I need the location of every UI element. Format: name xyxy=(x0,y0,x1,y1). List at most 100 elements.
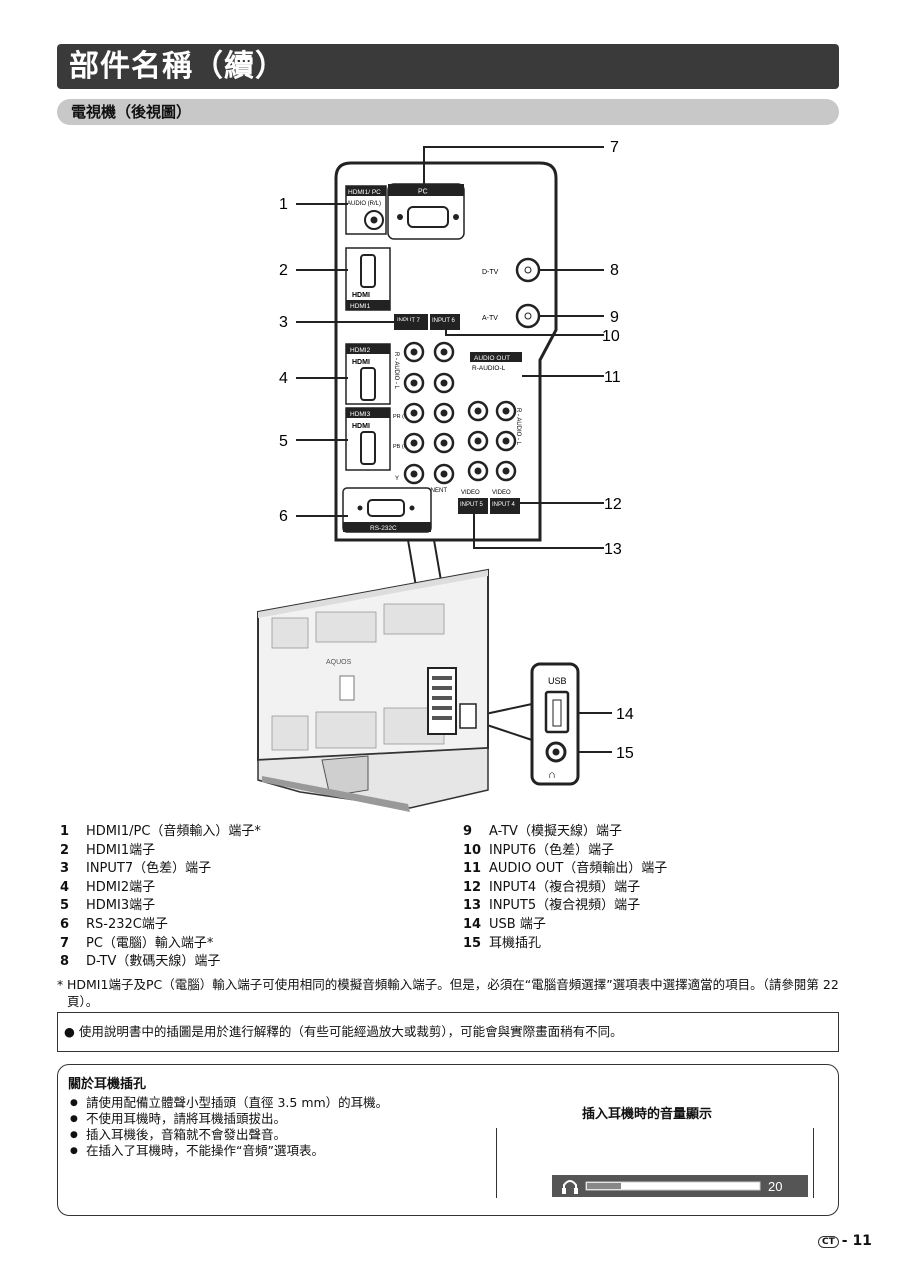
volume-display-caption: 插入耳機時的音量顯示 xyxy=(582,1107,713,1122)
legend-text: A-TV（模擬天線）端子 xyxy=(489,824,622,839)
callout-9: 9 xyxy=(610,309,619,326)
page-title: 部件名稱（續） xyxy=(57,44,839,89)
hdmi1-pc-label: HDMI1/ PC xyxy=(348,189,381,196)
headphone-title: 關於耳機插孔 xyxy=(68,1077,147,1092)
legend-number: 10 xyxy=(463,842,482,858)
legend-text: PC（電腦）輸入端子* xyxy=(86,935,214,951)
callout-numbers: 1 2 3 4 5 6 7 8 9 10 11 12 13 14 15 xyxy=(279,139,634,762)
input6-label: INPUT 6 xyxy=(432,318,456,324)
legend-item: 9 A-TV（模擬天線）端子 xyxy=(463,823,667,842)
rca-jack-icon xyxy=(403,402,425,424)
volume-value: 20 xyxy=(768,1179,782,1194)
rca-jack-icon xyxy=(433,372,455,394)
atv-antenna-icon xyxy=(515,303,541,329)
callout-6: 6 xyxy=(279,508,288,525)
legend-text: HDMI1/PC（音頻輸入）端子* xyxy=(86,824,261,839)
hdmi1-label: HDMI1 xyxy=(350,303,371,310)
hdmi-logo: HDMI xyxy=(352,423,370,430)
volume-bar: 20 xyxy=(552,1175,808,1197)
rca-jack-icon xyxy=(467,460,489,482)
legend-item: 7 PC（電腦）輸入端子* xyxy=(60,935,261,954)
pc-vga-icon xyxy=(407,206,449,228)
tv-rear-diagram: PC HDMI1/ PC AUDIO (R/L) HDMI HDMI1 HDMI… xyxy=(257,139,634,812)
rca-jack-icon xyxy=(433,463,455,485)
headphone-list-item: 在插入了耳機時，不能操作“音頻”選項表。 xyxy=(68,1143,388,1159)
brand-logo: AQUOS xyxy=(326,659,352,666)
audio-out-header xyxy=(470,352,522,362)
rca-jack-icon xyxy=(433,341,455,363)
dtv-label: D-TV xyxy=(482,269,499,276)
headphone-icon xyxy=(563,1180,577,1192)
callout-3: 3 xyxy=(279,314,288,331)
callout-10: 10 xyxy=(602,328,620,345)
legend-text: INPUT6（色差）端子 xyxy=(489,842,615,858)
pr-label: PR (CR) xyxy=(393,414,414,420)
rs232c-port-icon xyxy=(367,499,405,517)
hdmi-logo: HDMI xyxy=(352,292,370,299)
callout-12: 12 xyxy=(604,496,622,513)
legend-number: 9 xyxy=(463,824,473,839)
callout-1: 1 xyxy=(279,196,288,213)
footnote-star: * xyxy=(57,977,64,992)
callout-5: 5 xyxy=(279,433,288,450)
input5-label: INPUT 5 xyxy=(460,502,484,508)
callout-8: 8 xyxy=(610,262,619,279)
legend-text: HDMI1端子 xyxy=(86,842,156,858)
legend-number: 7 xyxy=(60,935,70,951)
rca-jack-icon xyxy=(433,432,455,454)
headphone-list-item: 插入耳機後，音箱就不會發出聲音。 xyxy=(68,1127,388,1143)
pc-label: PC xyxy=(418,189,428,196)
usb-label: USB xyxy=(548,676,567,686)
legend-item: 12 INPUT4（複合視頻）端子 xyxy=(463,879,667,898)
legend-text: USB 端子 xyxy=(489,916,546,932)
pb-label: PB (CB) xyxy=(393,444,413,450)
rca-jack-icon xyxy=(403,341,425,363)
legend-number: 12 xyxy=(463,879,482,895)
headphone-list: 請使用配備立體聲小型插頭（直徑 3.5 mm）的耳機。不使用耳機時，請將耳機插頭… xyxy=(68,1095,388,1159)
callout-2: 2 xyxy=(279,262,288,279)
legend-number: 3 xyxy=(60,861,70,877)
volume-track xyxy=(585,1181,761,1191)
legend-item: 13 INPUT5（複合視頻）端子 xyxy=(463,897,667,916)
legend-text: AUDIO OUT（音頻輸出）端子 xyxy=(489,861,668,877)
rca-jack-icon xyxy=(403,463,425,485)
page-number-value: 11 xyxy=(852,1233,872,1249)
section-subtitle: 電視機（後視圖） xyxy=(57,99,839,125)
callout-11: 11 xyxy=(604,369,621,386)
legend-text: HDMI3端子 xyxy=(86,898,156,914)
notice-box: ● 使用說明書中的插圖是用於進行解釋的（有些可能經過放大或裁剪），可能會與實際畫… xyxy=(57,1012,839,1052)
legend-number: 13 xyxy=(463,898,482,914)
page-separator: - xyxy=(841,1233,848,1249)
rs232c-label: RS-232C xyxy=(370,525,397,532)
rca-jack-icon xyxy=(403,432,425,454)
hdmi3-label: HDMI3 xyxy=(350,411,371,418)
legend-text: HDMI2端子 xyxy=(86,879,156,895)
callout-14: 14 xyxy=(616,706,634,723)
headphone-info-box: 關於耳機插孔 請使用配備立體聲小型插頭（直徑 3.5 mm）的耳機。不使用耳機時… xyxy=(57,1064,839,1216)
footnote-text: HDMI1端子及PC（電腦）輸入端子可使用相同的模擬音頻輸入端子。但是，必須在“… xyxy=(67,977,839,1009)
hdmi3-slot-icon xyxy=(360,431,376,465)
legend-text: INPUT7（色差）端子 xyxy=(86,861,212,877)
audio-vertical-label-left: R - AUDIO - L xyxy=(393,352,399,390)
callout-15: 15 xyxy=(616,745,634,762)
video-label-5: VIDEO xyxy=(461,490,480,496)
legend-text: INPUT4（複合視頻）端子 xyxy=(489,879,641,895)
y-label: Y xyxy=(395,476,399,482)
legend-number: 6 xyxy=(60,916,70,932)
legend-number: 4 xyxy=(60,879,70,895)
headphone-symbol-icon: ∩ xyxy=(548,769,556,781)
hdmi2-slot-icon xyxy=(360,367,376,401)
legend-text: INPUT5（複合視頻）端子 xyxy=(489,898,641,914)
tv-stand xyxy=(257,747,489,809)
rca-jack-icon xyxy=(495,430,517,452)
rca-jack-icon xyxy=(433,402,455,424)
callout-13: 13 xyxy=(604,541,622,558)
headphone-list-item: 不使用耳機時，請將耳機插頭拔出。 xyxy=(68,1111,388,1127)
